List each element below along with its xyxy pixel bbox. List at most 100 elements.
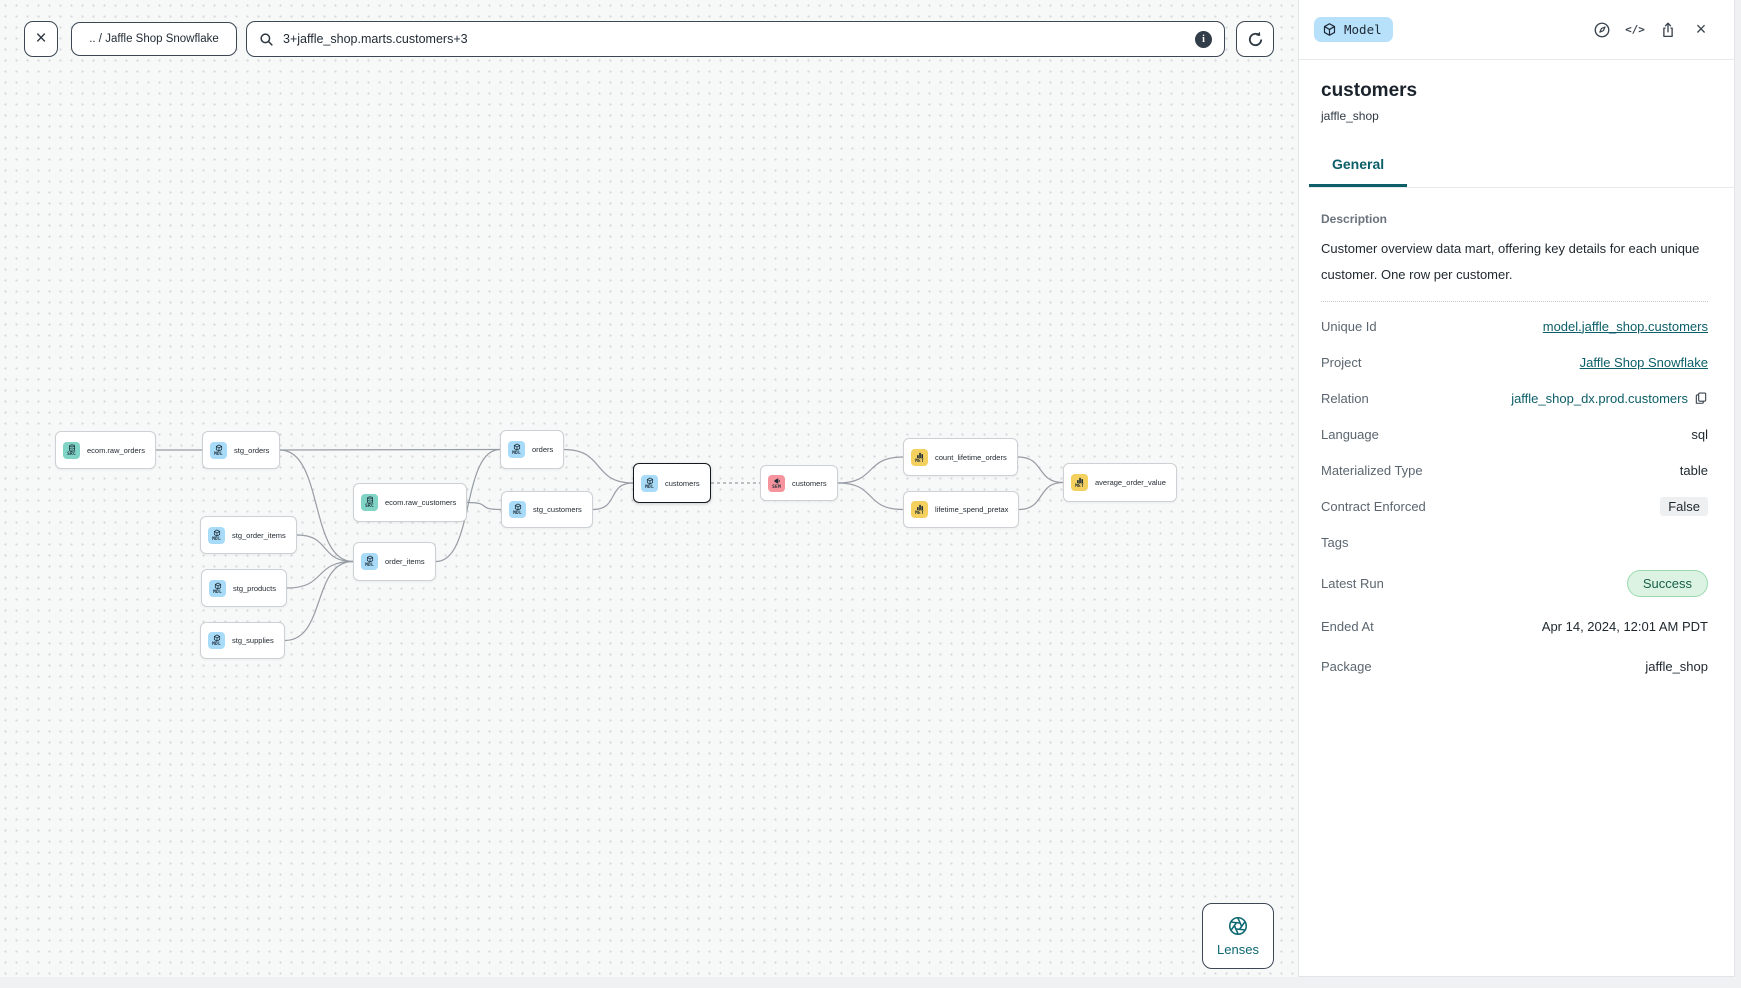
field-label: Unique Id xyxy=(1321,318,1377,334)
field-label: Contract Enforced xyxy=(1321,498,1426,514)
field-row-unique-id: Unique Id model.jaffle_shop.customers xyxy=(1321,308,1708,344)
graph-node-count_lifetime_orders[interactable]: MET count_lifetime_orders xyxy=(903,438,1018,476)
field-label: Ended At xyxy=(1321,618,1374,634)
graph-node-customers_semantic[interactable]: SEM customers xyxy=(760,465,838,501)
field-row-ended-at: Ended At Apr 14, 2024, 12:01 AM PDT xyxy=(1321,606,1708,646)
field-label: Tags xyxy=(1321,534,1349,550)
field-label: Language xyxy=(1321,426,1379,442)
relation-value: jaffle_shop_dx.prod.customers xyxy=(1511,390,1688,406)
field-value: Jaffle Shop Snowflake xyxy=(1580,355,1708,370)
edge-count_lifetime_orders-to-average_order_value xyxy=(1017,456,1064,484)
graph-node-stg_order_items[interactable]: MDL stg_order_items xyxy=(200,516,297,554)
cube-icon xyxy=(1323,23,1336,36)
field-label: Package xyxy=(1321,658,1372,674)
node-label: average_order_value xyxy=(1095,478,1166,487)
tabs-row: General xyxy=(1309,156,1734,188)
edge-lifetime_spend_pretax-to-average_order_value xyxy=(1018,481,1064,511)
field-label: Materialized Type xyxy=(1321,462,1423,478)
search-icon xyxy=(260,32,273,46)
node-label: customers xyxy=(792,478,827,488)
close-icon[interactable]: × xyxy=(1695,19,1707,39)
divider xyxy=(1321,301,1708,302)
graph-node-lifetime_spend_pretax[interactable]: MET lifetime_spend_pretax xyxy=(903,491,1020,528)
edge-customers_semantic-to-count_lifetime_orders xyxy=(837,456,904,484)
field-link[interactable]: model.jaffle_shop.customers xyxy=(1542,318,1708,334)
field-row-materialized-type: Materialized Type table xyxy=(1321,452,1708,488)
share-icon[interactable] xyxy=(1659,21,1677,39)
node-label: ecom.raw_orders xyxy=(87,445,145,455)
edge-stg_order_items-to-order_items xyxy=(296,534,354,563)
cube-icon: MDL xyxy=(208,526,225,544)
field-row-relation: Relation jaffle_shop_dx.prod.customers xyxy=(1321,380,1708,416)
breadcrumb[interactable]: .. / Jaffle Shop Snowflake xyxy=(71,22,237,56)
field-label: Latest Run xyxy=(1321,575,1384,591)
database-icon: SRC xyxy=(63,441,80,459)
status-badge: False xyxy=(1660,496,1708,516)
cube-icon: MDL xyxy=(210,441,227,459)
bar-chart-icon: MET xyxy=(911,501,928,518)
cube-icon: MDL xyxy=(209,579,226,597)
search-input[interactable] xyxy=(283,32,1186,46)
close-icon: × xyxy=(35,28,47,49)
edge-ecom_raw_customers-to-stg_customers xyxy=(466,501,502,511)
field-link[interactable]: Jaffle Shop Snowflake xyxy=(1579,354,1708,370)
cube-icon: MDL xyxy=(361,553,378,570)
latest-run-status-pill: Success xyxy=(1626,569,1708,597)
field-row-latest-run: Latest Run Success xyxy=(1321,560,1708,606)
close-lineage-button[interactable]: × xyxy=(24,21,58,57)
database-icon: SRC xyxy=(361,494,378,511)
graph-node-orders[interactable]: MDL orders xyxy=(500,430,565,469)
lenses-button[interactable]: Lenses xyxy=(1202,903,1274,969)
node-label: lifetime_spend_pretax xyxy=(935,505,1009,514)
graph-node-ecom_raw_orders[interactable]: SRC ecom.raw_orders xyxy=(55,431,156,469)
graph-node-stg_customers[interactable]: MDL stg_customers xyxy=(501,491,593,528)
code-icon[interactable]: </> xyxy=(1625,23,1645,36)
node-label: stg_supplies xyxy=(232,636,274,645)
cube-icon: MDL xyxy=(509,501,526,518)
megaphone-icon: SEM xyxy=(768,474,785,492)
node-label: customers xyxy=(665,478,700,488)
field-value: Success xyxy=(1626,569,1708,597)
edge-stg_supplies-to-order_items xyxy=(284,560,354,642)
lenses-label: Lenses xyxy=(1217,942,1259,957)
info-icon[interactable]: i xyxy=(1195,30,1212,48)
package-subtitle: jaffle_shop xyxy=(1321,109,1379,123)
node-label: stg_order_items xyxy=(232,530,286,540)
copy-icon[interactable] xyxy=(1694,391,1708,405)
graph-node-stg_products[interactable]: MDL stg_products xyxy=(201,569,287,607)
node-label: stg_customers xyxy=(533,505,582,514)
bar-chart-icon: MET xyxy=(1071,474,1088,491)
field-value: Apr 14, 2024, 12:01 AM PDT xyxy=(1541,618,1708,634)
field-label: Relation xyxy=(1321,390,1369,406)
edge-order_items-to-orders xyxy=(435,448,501,563)
cube-icon: MDL xyxy=(641,474,658,492)
details-panel: Model </> × cus xyxy=(1298,0,1735,977)
tab-general[interactable]: General xyxy=(1309,156,1408,187)
description-heading: Description xyxy=(1321,212,1388,226)
field-row-contract-enforced: Contract Enforced False xyxy=(1321,488,1708,524)
cube-icon: MDL xyxy=(508,441,525,458)
node-label: count_lifetime_orders xyxy=(935,452,1007,462)
node-label: orders xyxy=(532,445,554,454)
details-panel-header: Model </> × xyxy=(1299,0,1734,60)
field-value: jaffle_shop_dx.prod.customers xyxy=(1511,391,1708,406)
field-value: table xyxy=(1679,462,1708,478)
graph-node-average_order_value[interactable]: MET average_order_value xyxy=(1063,463,1177,502)
bar-chart-icon: MET xyxy=(911,448,928,466)
field-value: False xyxy=(1660,496,1708,516)
explore-compass-icon[interactable] xyxy=(1593,21,1611,39)
lineage-edges xyxy=(155,448,1064,642)
refresh-button[interactable] xyxy=(1236,21,1274,57)
graph-node-customers[interactable]: MDL customers xyxy=(633,463,711,503)
field-row-tags: Tags xyxy=(1321,524,1708,560)
node-label: stg_products xyxy=(233,583,276,593)
edge-stg_orders-to-orders xyxy=(279,448,501,451)
